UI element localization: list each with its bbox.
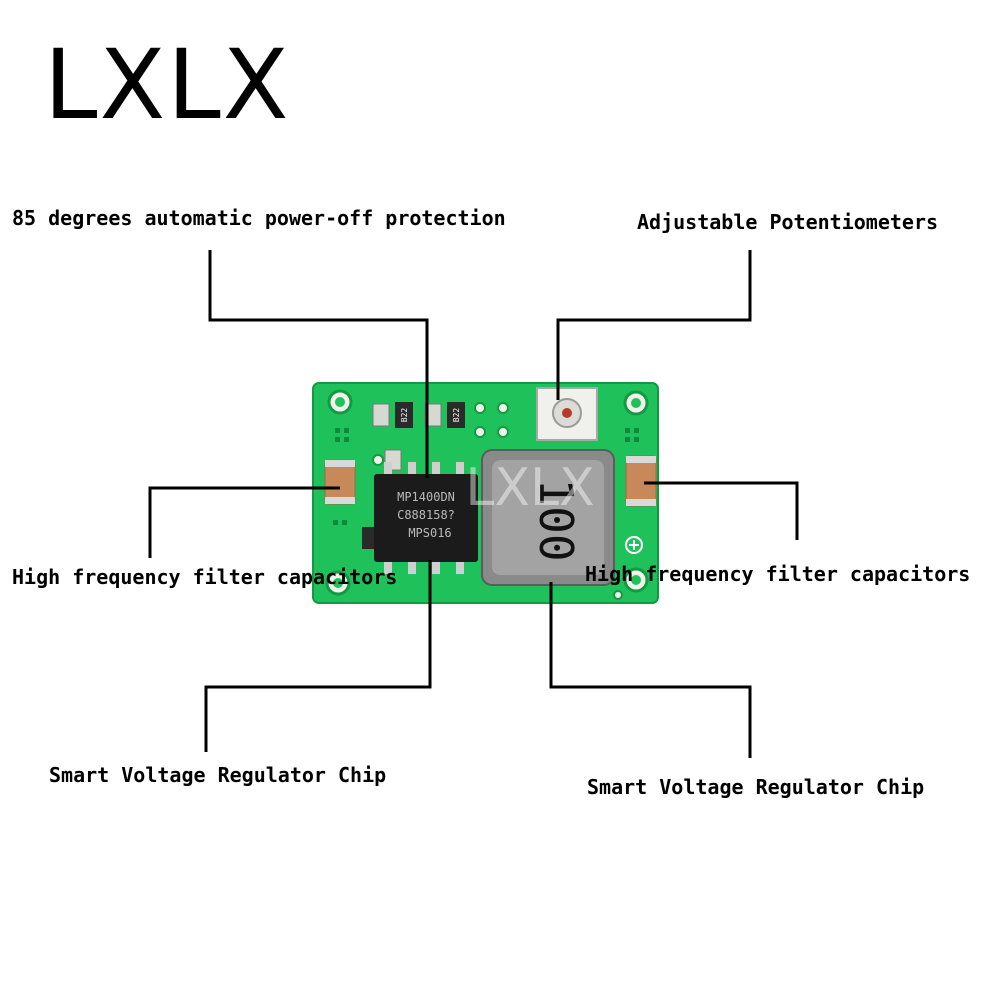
callout-lines (148, 250, 799, 758)
smd-code: B22 (452, 408, 461, 423)
label-filter-capacitors-left: High frequency filter capacitors (12, 565, 398, 589)
inductor-marking: 100 (529, 478, 583, 561)
label-power-off-protection: 85 degrees automatic power-off protectio… (12, 206, 506, 230)
smd-code: B22 (400, 408, 409, 423)
label-regulator-chip-left: Smart Voltage Regulator Chip (49, 763, 387, 787)
brand-logo: LXLX (44, 29, 291, 141)
inductor: 100 (481, 449, 615, 586)
chip-line: MP1400DN (397, 490, 455, 504)
chip-line: C888158? (397, 508, 455, 522)
regulator-chip: MP1400DN C888158? MPS016 (374, 462, 478, 574)
potentiometer (536, 387, 598, 441)
chip-line: MPS016 (408, 526, 451, 540)
capacitor-right (625, 455, 657, 507)
label-regulator-chip-right: Smart Voltage Regulator Chip (587, 775, 925, 799)
watermark-text: LXLX (465, 458, 594, 518)
label-adjustable-potentiometers: Adjustable Potentiometers (637, 210, 939, 234)
label-filter-capacitors-right: High frequency filter capacitors (585, 562, 971, 586)
